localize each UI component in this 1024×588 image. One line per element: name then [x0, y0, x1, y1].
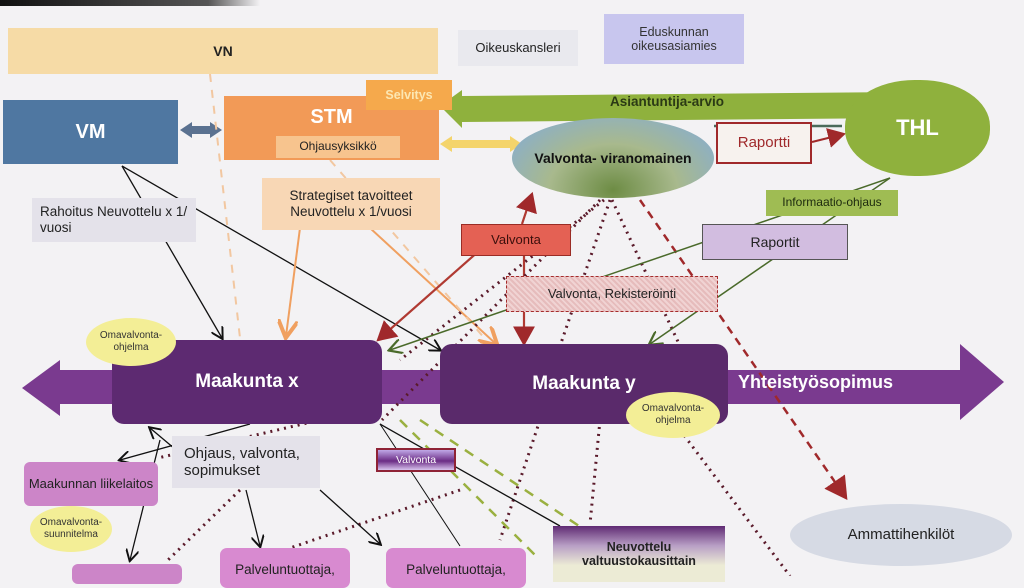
valvonta-box: Valvonta — [461, 224, 571, 256]
palveluntuottaja-box-2: Palveluntuottaja, — [386, 548, 526, 588]
valvonta-rekisterointi-box: Valvonta, Rekisteröinti — [506, 276, 718, 312]
omavalvontasuunnitelma-oval: Omavalvonta- suunnitelma — [30, 506, 112, 552]
valvonta-small-box: Valvonta — [376, 448, 456, 472]
raportit-box: Raportit — [702, 224, 848, 260]
maakunnan-liikelaitos-box: Maakunnan liikelaitos — [24, 462, 158, 506]
strategiset-tavoitteet-box: Strategiset tavoitteet Neuvottelu x 1/vu… — [262, 178, 440, 230]
palveluntuottaja-box-1: Palveluntuottaja, — [220, 548, 350, 588]
eduskunnan-oikeusasiamies-box: Eduskunnan oikeusasiamies — [604, 14, 744, 64]
valvontaviranomainen-ellipse: Valvonta- viranomainen — [512, 118, 714, 198]
liikelaitos-unit-box — [72, 564, 182, 584]
ammattihenkilot-ellipse: Ammattihenkilöt — [790, 504, 1012, 566]
omavalvontaohjelma-y-oval: Omavalvonta- ohjelma — [626, 392, 720, 438]
ohjausyksikko-box: Ohjausyksikkö — [276, 136, 400, 158]
thl-circle: THL — [845, 80, 990, 176]
neuvottelu-valtuustokausittain-box: Neuvottelu valtuustokausittain — [553, 526, 725, 582]
yhteistyosopimus-label: Yhteistyösopimus — [738, 372, 894, 392]
vn-box: VN — [8, 28, 438, 74]
ohjaus-valvonta-sopimukset-box: Ohjaus, valvonta, sopimukset — [172, 436, 320, 488]
informaatio-ohjaus-box: Informaatio-ohjaus — [766, 190, 898, 216]
selvitys-box: Selvitys — [366, 80, 452, 110]
stm-valvonta-arrow — [440, 136, 522, 152]
oikeuskansleri-box: Oikeuskansleri — [458, 30, 578, 66]
raportti-box: Raportti — [716, 122, 812, 164]
asiantuntija-arvio-label: Asiantuntija-arvio — [610, 94, 725, 109]
vm-box: VM — [3, 100, 178, 164]
asiantuntija-arrow — [440, 90, 900, 128]
vm-stm-arrow — [180, 122, 222, 138]
rahoitus-box: Rahoitus Neuvottelu x 1/ vuosi — [32, 198, 196, 242]
photo-edge — [0, 0, 260, 6]
omavalvontaohjelma-x-oval: Omavalvonta- ohjelma — [86, 318, 176, 366]
